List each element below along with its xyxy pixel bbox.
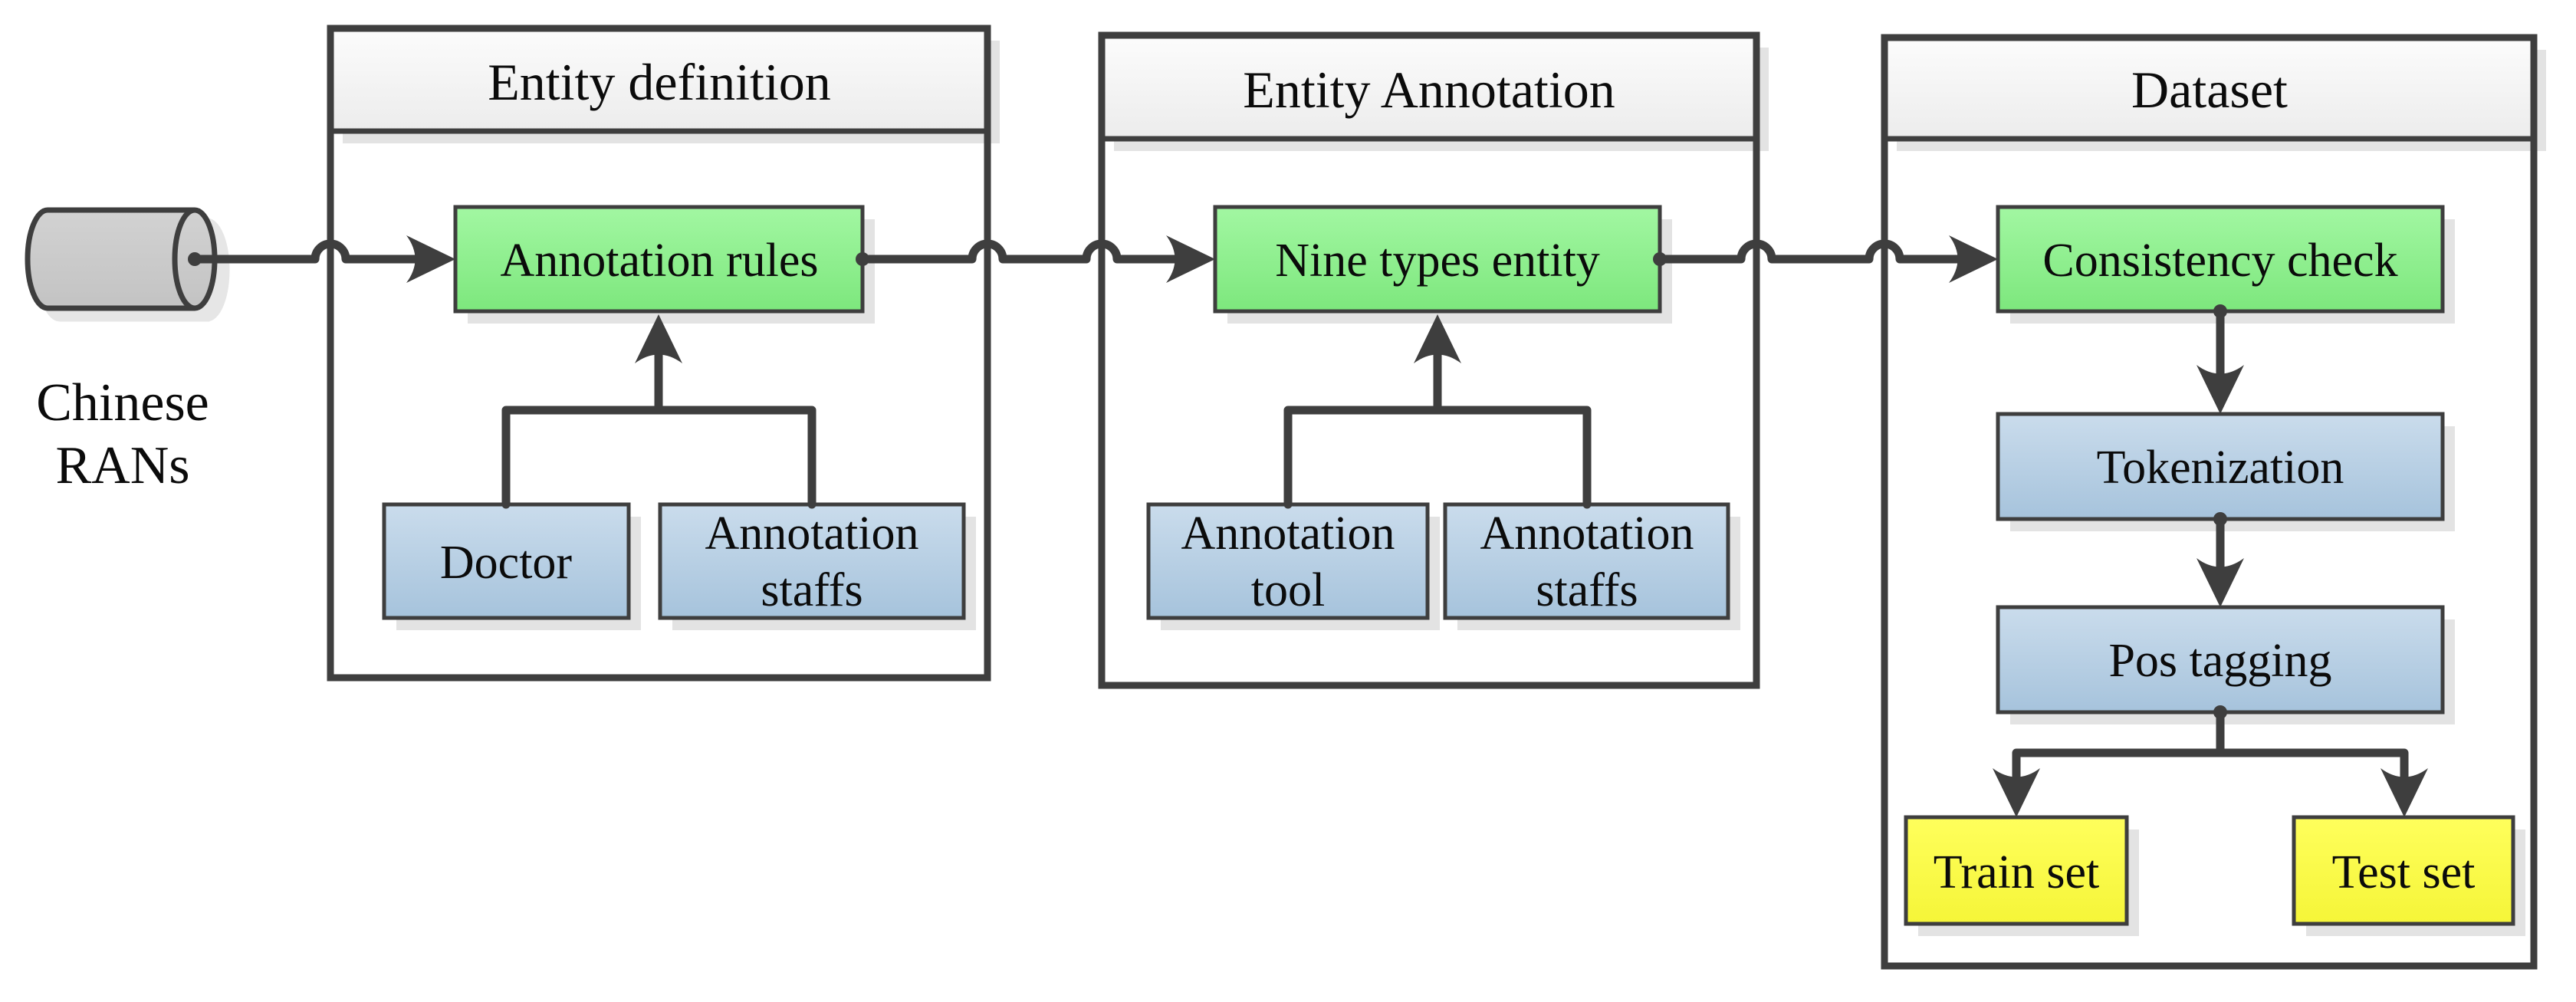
stage-entity-definition — [327, 25, 991, 682]
source-label-line2: RANs — [55, 436, 189, 495]
label-annotation-tool-line2: tool — [1251, 564, 1325, 616]
arrowhead-up-annotation-rules — [635, 314, 682, 363]
arrowhead-down-test-set — [2380, 768, 2428, 817]
label-annotation-staffs-2-line2: staffs — [1536, 564, 1638, 616]
source-label-line1: Chinese — [36, 373, 209, 432]
flow-line-nine-types-to-consistency-check — [1655, 239, 1966, 264]
arrowhead-into-annotation-rules — [406, 235, 455, 283]
split-connector-pos-tagging-outputs — [2012, 708, 2409, 785]
label-annotation-tool-line1: Annotation — [1181, 508, 1395, 560]
connector-start-dot — [856, 252, 869, 266]
flow-line-source-to-annotation-rules — [190, 239, 423, 264]
container-dataset — [1881, 34, 2538, 970]
title-entity-annotation: Entity Annotation — [1243, 61, 1615, 119]
database-cylinder-icon — [25, 207, 218, 311]
box-doctor — [382, 502, 631, 620]
label-nine-types-entity: Nine types entity — [1275, 235, 1600, 287]
arrowhead-down-train-set — [1993, 768, 2040, 817]
flow-line-annotation-rules-to-nine-types — [858, 239, 1183, 264]
box-test-set — [2292, 815, 2515, 926]
box-annotation-staffs-1 — [658, 502, 966, 620]
connector-start-dot — [2213, 512, 2227, 526]
label-doctor: Doctor — [440, 537, 573, 589]
label-train-set: Train set — [1934, 846, 2099, 899]
arrowhead-up-nine-types — [1414, 314, 1461, 363]
box-annotation-tool — [1146, 502, 1430, 620]
label-test-set: Test set — [2332, 846, 2476, 899]
connector-start-dot — [2213, 705, 2227, 719]
container-entity-annotation — [1098, 31, 1760, 689]
stage-entity-annotation — [1098, 31, 1760, 689]
stage-dataset — [1881, 34, 2538, 970]
connector-start-dot — [1653, 252, 1667, 266]
label-tokenization: Tokenization — [2097, 442, 2344, 494]
label-consistency-check: Consistency check — [2042, 235, 2397, 287]
title-dataset: Dataset — [2131, 61, 2288, 119]
label-annotation-staffs-2-line1: Annotation — [1480, 508, 1694, 560]
connector-start-dot — [2213, 304, 2227, 318]
title-entity-definition: Entity definition — [488, 53, 831, 111]
label-annotation-staffs-1-line2: staffs — [761, 564, 863, 616]
connectors — [188, 235, 2428, 817]
label-annotation-rules: Annotation rules — [501, 235, 819, 287]
arrowhead-down-pos-tagging — [2196, 558, 2244, 607]
connector-start-dot — [188, 252, 202, 266]
label-annotation-staffs-1-line1: Annotation — [705, 508, 919, 560]
container-entity-definition — [327, 25, 991, 682]
arrowhead-into-consistency-check — [1949, 235, 1998, 283]
box-pos-tagging — [1996, 605, 2445, 715]
arrowhead-down-tokenization — [2196, 365, 2244, 414]
box-train-set — [1904, 815, 2129, 926]
label-pos-tagging: Pos tagging — [2108, 635, 2331, 687]
box-annotation-rules — [453, 205, 865, 314]
header-dataset — [1881, 34, 2537, 142]
arrowhead-into-nine-types — [1166, 235, 1215, 283]
